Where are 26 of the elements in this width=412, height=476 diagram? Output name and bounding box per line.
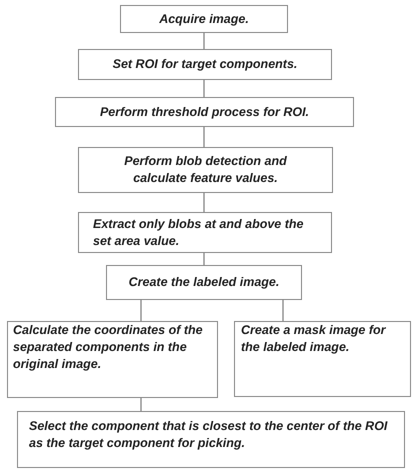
step-text: Create the labeled image. xyxy=(128,274,280,291)
step-text: Acquire image. xyxy=(158,10,250,28)
step-text: Select the component that is closest to the center of the ROI as the target component for picking. xyxy=(29,418,388,452)
connector-line xyxy=(140,300,142,321)
step-text: Create a mask image for the labeled image. xyxy=(241,322,387,356)
step-text: Calculate the coordinates of the separated components in the original image. xyxy=(13,322,204,373)
step-text: Perform blob detection and calculate feature values. xyxy=(123,153,288,187)
step-text: Perform threshold process for ROI. xyxy=(98,104,310,120)
process-box xyxy=(7,321,218,398)
connector-line xyxy=(203,33,205,49)
connector-line xyxy=(203,253,205,265)
process-box xyxy=(234,321,411,397)
process-box xyxy=(78,212,332,253)
process-box xyxy=(78,49,332,80)
process-box xyxy=(55,97,354,127)
connector-line xyxy=(282,300,284,321)
process-box xyxy=(17,411,405,468)
connector-line xyxy=(140,398,142,411)
process-box xyxy=(106,265,302,300)
connector-line xyxy=(203,80,205,97)
step-text: Set ROI for target components. xyxy=(112,56,298,73)
process-box xyxy=(120,5,288,33)
connector-line xyxy=(203,127,205,147)
process-box xyxy=(78,147,333,193)
step-text: Extract only blobs at and above the set area value. xyxy=(93,216,304,250)
connector-line xyxy=(203,193,205,212)
